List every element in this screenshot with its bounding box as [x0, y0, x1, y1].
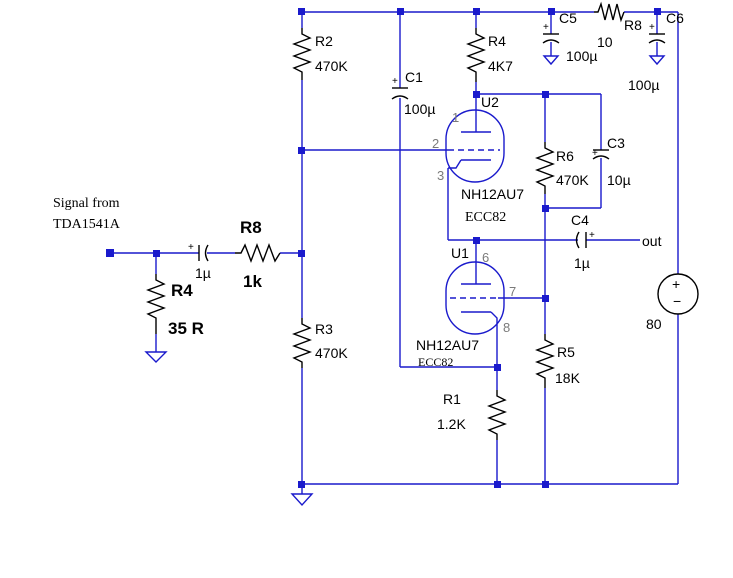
u2-part: NH12AU7 — [461, 186, 524, 202]
u2-pin-1: 1 — [452, 110, 459, 125]
polarity-marks: + + + + + + — [188, 22, 655, 253]
svg-text:+: + — [589, 230, 595, 241]
resistor-r8-input — [235, 243, 281, 263]
voltage-source-v1: + − — [657, 273, 699, 315]
r8-input-value: 1k — [243, 272, 262, 291]
ground-symbols — [144, 55, 666, 507]
resistor-r8-supply — [594, 1, 625, 23]
r8-supply-value: 10 — [597, 34, 613, 50]
tube-u2 — [445, 109, 505, 183]
c5-name: C5 — [559, 10, 577, 26]
c3-name: C3 — [607, 135, 625, 151]
u1-pin-8: 8 — [503, 320, 510, 335]
source-label-line2: TDA1541A — [53, 217, 121, 232]
svg-text:+: + — [672, 276, 680, 292]
resistor-r4-input — [146, 274, 166, 334]
r3-value: 470K — [315, 345, 348, 361]
r8-supply-name: R8 — [624, 17, 642, 33]
u1-part: NH12AU7 — [416, 337, 479, 353]
svg-text:+: + — [592, 148, 598, 159]
r2-value: 470K — [315, 58, 348, 74]
r6-name: R6 — [556, 148, 574, 164]
r8-input-name: R8 — [240, 218, 262, 237]
r5-value: 18K — [555, 370, 581, 386]
output-label: out — [642, 233, 662, 249]
resistor-r5 — [535, 334, 555, 388]
capacitor-c1 — [391, 87, 409, 100]
r5-name: R5 — [557, 344, 575, 360]
resistor-r3 — [292, 318, 312, 368]
r4-input-value: 35 R — [168, 319, 204, 338]
cap-input-value: 1µ — [195, 265, 211, 281]
c6-name: C6 — [666, 10, 684, 26]
resistor-r4 — [466, 28, 486, 82]
capacitor-input — [198, 244, 209, 262]
tube-u1 — [445, 261, 505, 335]
c4-name: C4 — [571, 212, 589, 228]
r1-name: R1 — [443, 391, 461, 407]
u2-alt: ECC82 — [465, 210, 506, 225]
v1-value: 80 — [646, 316, 662, 332]
svg-text:−: − — [673, 293, 681, 309]
u2-pin-2: 2 — [432, 136, 439, 151]
c1-name: C1 — [405, 69, 423, 85]
resistor-r2 — [292, 28, 312, 80]
c4-value: 1µ — [574, 255, 590, 271]
u1-pin-7: 7 — [509, 284, 516, 299]
svg-text:+: + — [188, 242, 194, 253]
u1-alt: ECC82 — [418, 355, 453, 369]
svg-text:+: + — [543, 22, 549, 33]
r6-value: 470K — [556, 172, 589, 188]
capacitor-c6 — [648, 33, 666, 44]
r1-value: 1.2K — [437, 416, 466, 432]
wires — [110, 11, 679, 494]
r4-name: R4 — [488, 33, 506, 49]
c6-value: 100µ — [628, 77, 659, 93]
r4-input-name: R4 — [171, 281, 193, 300]
resistor-r1 — [487, 390, 507, 440]
u2-name: U2 — [481, 94, 499, 110]
r2-name: R2 — [315, 33, 333, 49]
u2-pin-3: 3 — [437, 168, 444, 183]
input-terminal — [106, 249, 114, 257]
u1-name: U1 — [451, 245, 469, 261]
c5-value: 100µ — [566, 48, 597, 64]
c3-value: 10µ — [607, 172, 631, 188]
capacitor-c5 — [542, 33, 560, 44]
capacitor-c3 — [592, 149, 610, 160]
r3-name: R3 — [315, 321, 333, 337]
svg-text:+: + — [649, 22, 655, 33]
u1-pin-6: 6 — [482, 250, 489, 265]
r4-value: 4K7 — [488, 58, 513, 74]
svg-text:+: + — [392, 76, 398, 87]
source-label-line1: Signal from — [53, 196, 120, 211]
resistor-r6 — [535, 142, 555, 194]
junction-dots — [106, 8, 661, 488]
capacitor-c4 — [575, 231, 587, 249]
c1-value: 100µ — [404, 101, 435, 117]
